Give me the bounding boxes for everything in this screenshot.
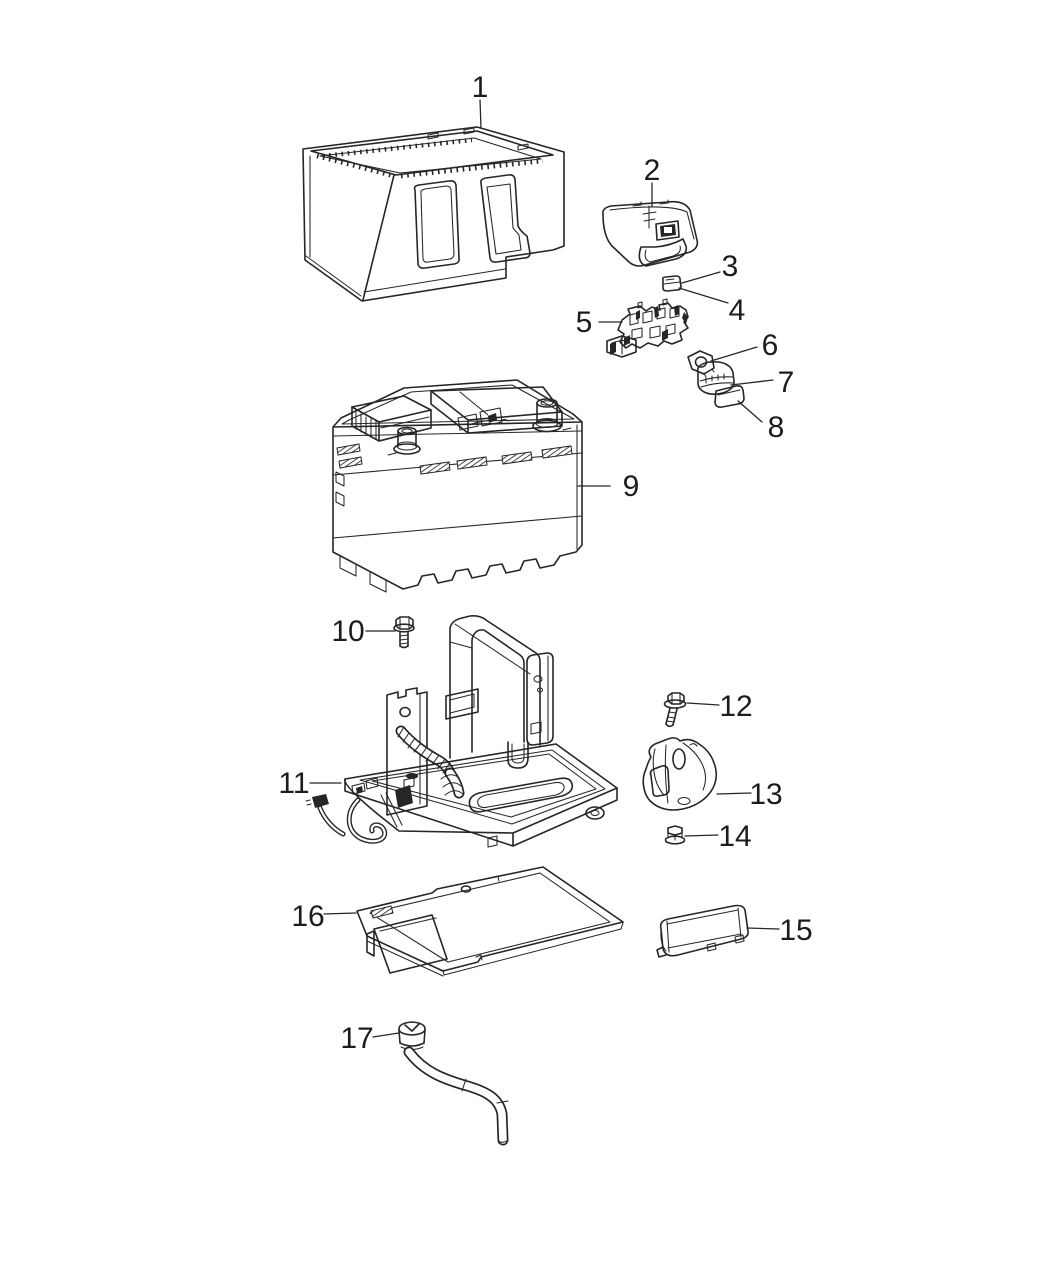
callout-6[interactable]: 6	[762, 329, 779, 362]
callout-11[interactable]: 11	[278, 767, 309, 800]
callout-4[interactable]: 4	[729, 294, 746, 327]
leader-line-7	[730, 379, 774, 386]
part-bolt-upper	[393, 616, 415, 649]
callout-1[interactable]: 1	[472, 71, 489, 104]
callout-9[interactable]: 9	[623, 470, 640, 503]
part-vent-hose	[398, 1021, 509, 1146]
part-terminal-cover-cap	[602, 199, 699, 267]
part-tray-pan	[356, 866, 624, 977]
leader-line-13	[716, 792, 752, 795]
callout-2[interactable]: 2	[644, 154, 661, 187]
callout-labels: 1 2 3 4 5 6 7 8 9 10 11 12 13 14 15 16 1…	[278, 71, 812, 1055]
leader-lines	[309, 99, 780, 1038]
leader-line-8	[737, 400, 763, 423]
callout-15[interactable]: 15	[779, 914, 812, 947]
leader-line-1	[479, 99, 482, 129]
callout-3[interactable]: 3	[722, 250, 739, 283]
callout-14[interactable]: 14	[718, 820, 751, 853]
leader-line-15	[746, 927, 780, 930]
leader-line-16	[323, 912, 357, 915]
leader-line-4	[678, 287, 729, 304]
part-terminal-clamp	[687, 350, 745, 408]
leader-line-6	[710, 346, 758, 362]
part-fuse-block	[606, 298, 689, 358]
callout-7[interactable]: 7	[778, 366, 795, 399]
part-flange-nut	[664, 825, 686, 845]
callout-10[interactable]: 10	[331, 615, 364, 648]
part-battery-tray-assembly	[305, 615, 618, 848]
part-bolt-lower	[663, 692, 687, 728]
callout-17[interactable]: 17	[340, 1022, 373, 1055]
part-battery-cover-box	[302, 126, 565, 302]
part-battery	[332, 379, 583, 593]
callout-12[interactable]: 12	[719, 690, 752, 723]
leader-line-17	[372, 1032, 400, 1038]
leader-line-12	[686, 702, 720, 706]
part-support-bracket	[642, 737, 718, 811]
leader-line-14	[684, 834, 719, 837]
part-fuse-clip	[662, 275, 682, 292]
callout-8[interactable]: 8	[768, 411, 785, 444]
callout-5[interactable]: 5	[576, 306, 593, 339]
callout-13[interactable]: 13	[749, 778, 782, 811]
leader-line-3	[681, 271, 721, 284]
part-bracket-cover	[656, 904, 749, 958]
callout-16[interactable]: 16	[291, 900, 324, 933]
